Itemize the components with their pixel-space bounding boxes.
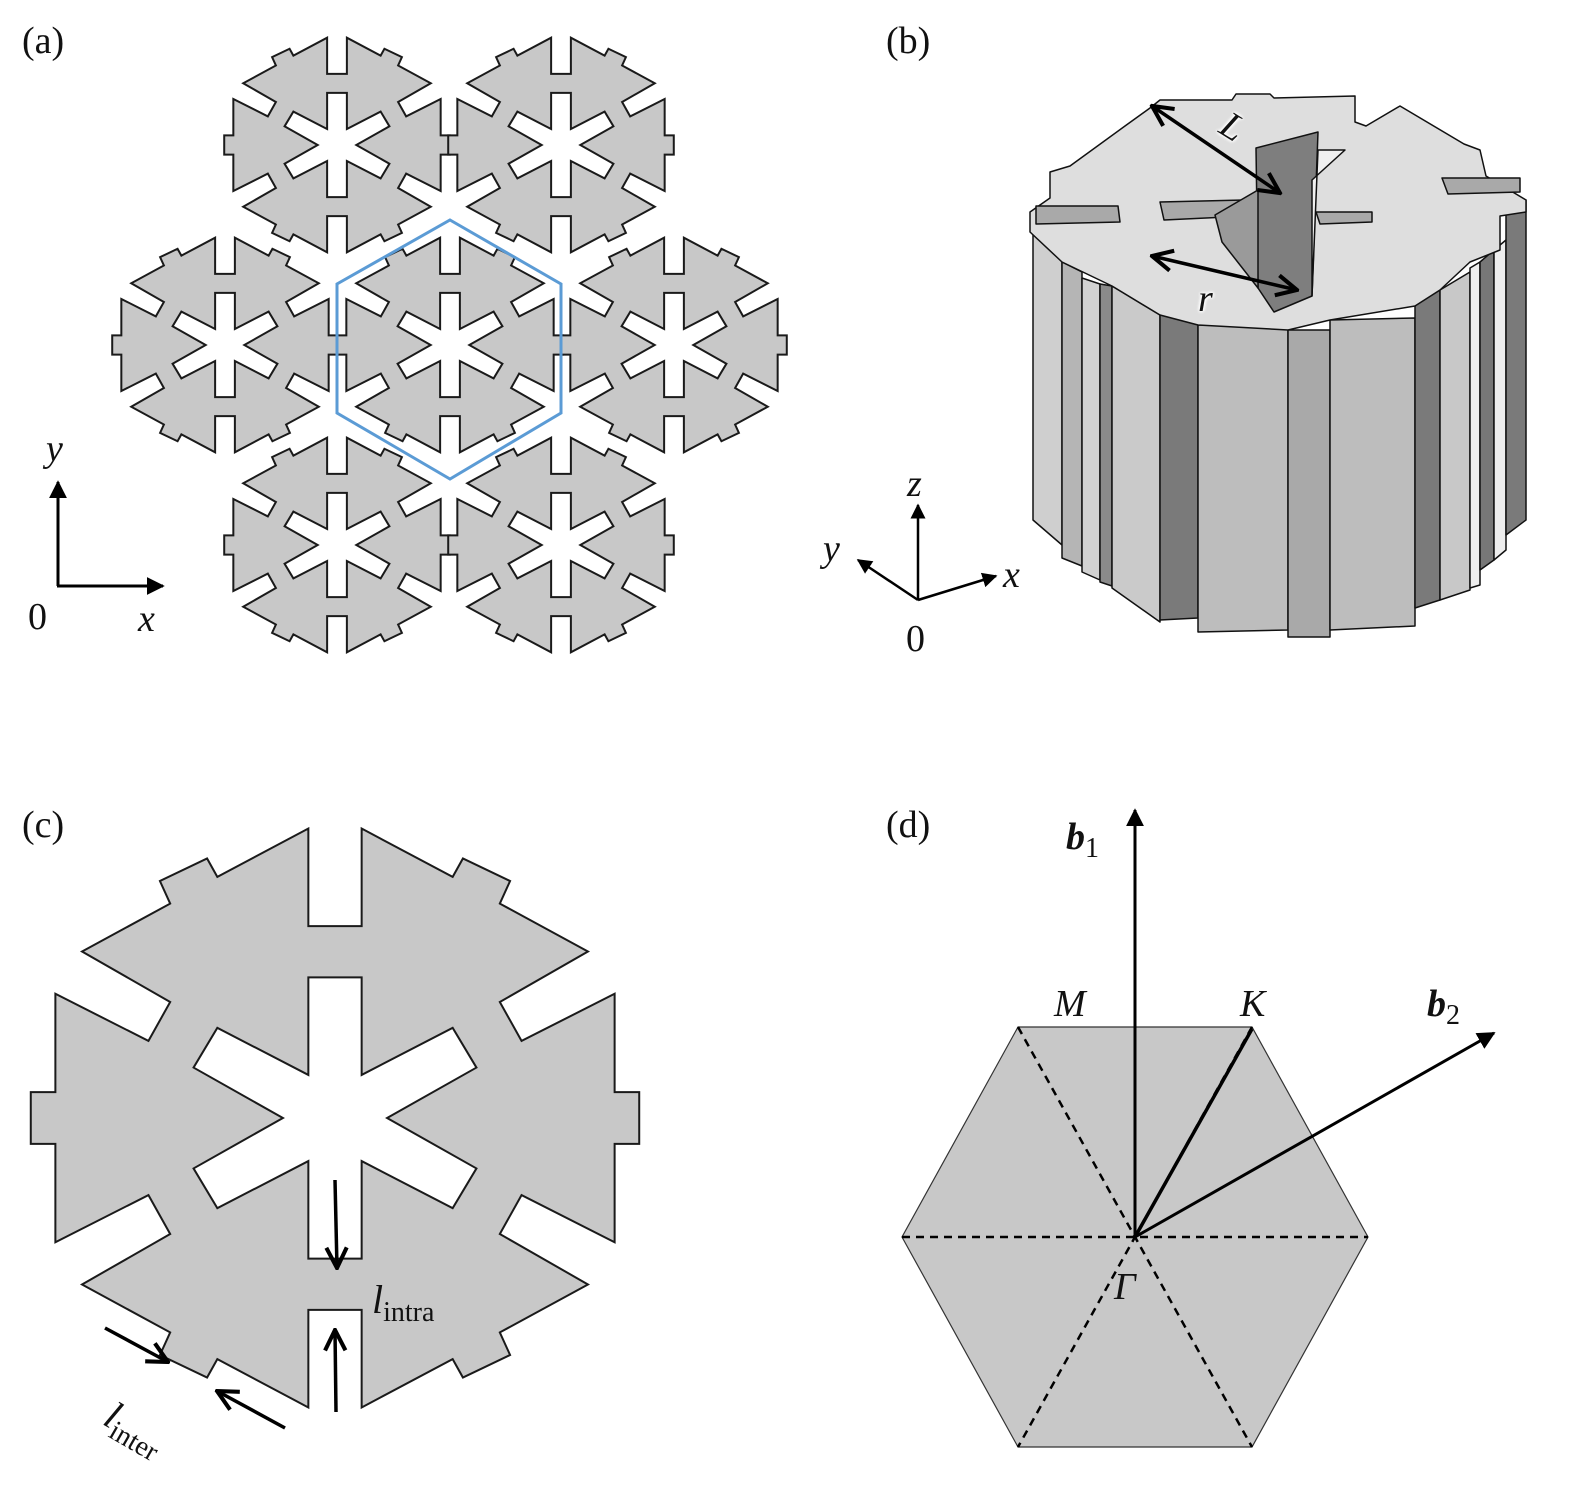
axis-origin-label: 0 (28, 596, 47, 638)
unit-cell-shape (561, 238, 787, 453)
side-face (1287, 329, 1331, 638)
axis-label-z: z (907, 463, 922, 505)
dimension-L-arrow (1152, 106, 1280, 193)
unit-cell-shape (448, 438, 674, 653)
side-face (1032, 229, 1063, 546)
panel-label-d: (d) (886, 804, 931, 846)
axis-label-y: y (46, 428, 63, 470)
side-face (1061, 261, 1083, 567)
unit-cell-hexagon (335, 218, 563, 481)
side-face (1159, 311, 1199, 621)
axis-label-x: x (138, 598, 155, 640)
b1-symbol: b (1066, 816, 1085, 858)
b2-subscript: 2 (1446, 1000, 1460, 1031)
dimension-arrows-c (104, 1179, 337, 1430)
l-intra-arrow-up (335, 1330, 336, 1413)
dimension-label-r: r (1198, 278, 1213, 320)
axis-label-y: y (823, 528, 840, 570)
gamma-k-path (1133, 1028, 1254, 1238)
3d-unit-cell-render (1029, 93, 1527, 638)
center-gap (1255, 131, 1319, 313)
lattice-tiling (112, 38, 787, 653)
intra-subscript: intra (383, 1297, 435, 1328)
y-axis-arrow (856, 558, 919, 602)
point-gamma-label: Γ (1114, 1266, 1136, 1308)
side-face (1493, 239, 1507, 561)
side-face (1329, 317, 1416, 631)
single-unit-cell (31, 829, 639, 1408)
b2-label: b2 (1427, 983, 1460, 1030)
side-face (1197, 324, 1289, 633)
b2-vector-arrow (1134, 1031, 1496, 1239)
unit-cell-shape (112, 238, 338, 453)
side-face (1469, 261, 1481, 589)
point-M-label: M (1054, 983, 1086, 1025)
side-face (1081, 277, 1101, 581)
panel-label-c: (c) (22, 804, 65, 846)
panel-label-b: (b) (886, 20, 931, 62)
top-slot (1035, 205, 1121, 225)
point-K-label: K (1240, 983, 1266, 1025)
x-axis-arrow (917, 572, 998, 602)
unit-cell-shape (224, 438, 450, 653)
b1-label: b1 (1066, 816, 1099, 863)
axis-label-x: x (1003, 554, 1020, 596)
l-intra-arrow-down (335, 1179, 337, 1268)
l-inter-arrow-in (104, 1326, 168, 1362)
axes-a (49, 480, 165, 595)
l-inter-arrow-out (217, 1391, 286, 1430)
side-face (1099, 283, 1113, 587)
brillouin-zone (901, 808, 1496, 1448)
l-intra-label: lintra (372, 1277, 434, 1327)
center-gap-light (1311, 149, 1346, 297)
side-face (1505, 199, 1527, 536)
side-face (1414, 289, 1441, 609)
unit-cell-shape (31, 829, 639, 1408)
axis-origin-label: 0 (906, 618, 925, 660)
panel-label-a: (a) (22, 20, 65, 62)
side-face (1439, 271, 1471, 601)
axes-b (856, 503, 998, 602)
unit-cell-shape (448, 38, 674, 253)
top-slot (1441, 177, 1521, 195)
dimension-r-arrow (1152, 256, 1297, 290)
unit-cell-shape (224, 38, 450, 253)
unit-cell-shape (337, 238, 563, 453)
dimension-arrows-b (1152, 106, 1297, 290)
side-face (1479, 249, 1495, 571)
l-symbol: l (372, 1277, 384, 1322)
b2-symbol: b (1427, 983, 1446, 1025)
top-slot (1315, 211, 1373, 225)
side-face (1111, 285, 1161, 623)
b1-subscript: 1 (1085, 833, 1099, 864)
